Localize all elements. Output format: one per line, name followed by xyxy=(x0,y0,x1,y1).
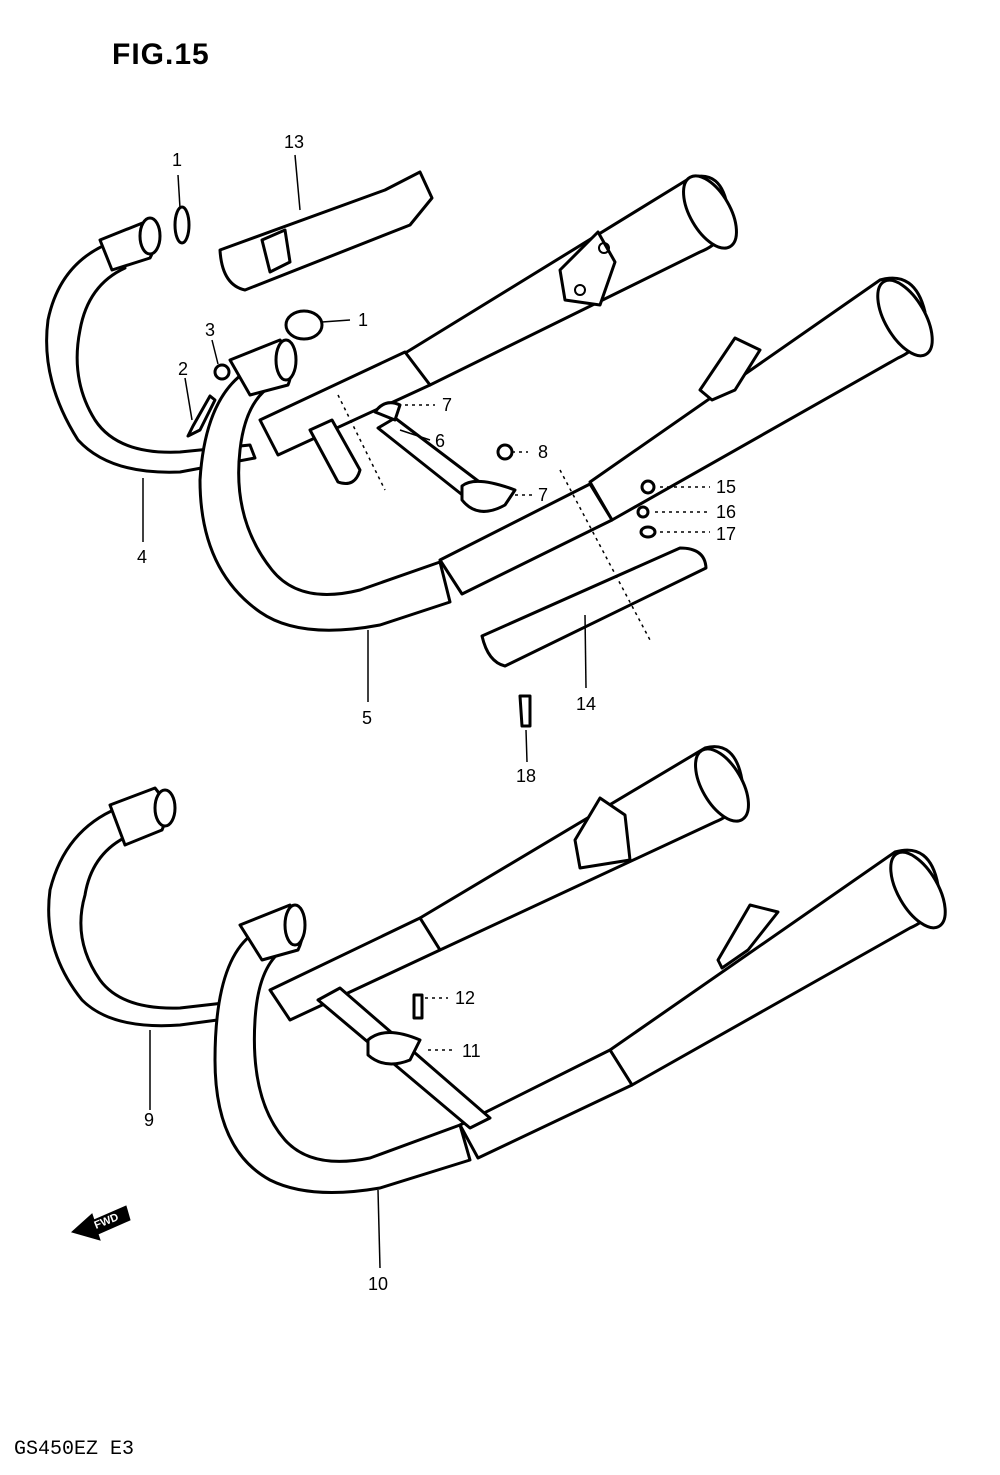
callout-1-upper: 1 xyxy=(172,150,182,170)
callout-4: 4 xyxy=(137,547,147,567)
bolt-8 xyxy=(496,443,514,461)
heat-shield-14 xyxy=(480,546,708,668)
callout-2: 2 xyxy=(178,359,188,379)
callout-labels: 1 13 1 3 2 7 6 8 7 15 16 17 4 5 14 18 12… xyxy=(137,132,736,1294)
bolt-18 xyxy=(518,694,532,728)
clamp-7-lower xyxy=(460,479,517,513)
muffler-upper-front xyxy=(588,276,927,522)
lower-exhaust-assembly xyxy=(47,745,947,1194)
exhaust-pipe-10 xyxy=(213,934,472,1194)
exhaust-pipe-5 xyxy=(198,370,452,632)
washer-17 xyxy=(639,525,657,539)
callout-17: 17 xyxy=(716,524,736,544)
callout-16: 16 xyxy=(716,502,736,522)
bolt-15 xyxy=(640,479,656,495)
callout-11: 11 xyxy=(462,1041,481,1061)
callout-12: 12 xyxy=(455,988,475,1008)
bolt-12 xyxy=(412,993,424,1020)
heat-shield-13 xyxy=(218,170,434,292)
clamp-7-upper xyxy=(373,401,402,422)
callout-14: 14 xyxy=(576,694,596,714)
callout-7-lower: 7 xyxy=(538,485,548,505)
clamp-11 xyxy=(366,1031,422,1066)
bolt-2 xyxy=(186,394,217,438)
nut-16 xyxy=(636,505,650,519)
callout-15: 15 xyxy=(716,477,736,497)
collector-stub xyxy=(308,418,362,485)
fwd-arrow-icon: FWD xyxy=(70,1205,131,1241)
callout-9: 9 xyxy=(144,1110,154,1130)
callout-5: 5 xyxy=(362,708,372,728)
callout-leaders xyxy=(142,154,710,1269)
callout-3: 3 xyxy=(205,320,215,340)
callout-13: 13 xyxy=(284,132,304,152)
washer-3 xyxy=(213,363,231,381)
callout-6: 6 xyxy=(435,431,445,451)
model-code: GS450EZ E3 xyxy=(14,1438,135,1461)
callout-1-lower: 1 xyxy=(358,310,368,330)
callout-18: 18 xyxy=(516,766,536,786)
upper-exhaust-assembly xyxy=(45,170,934,728)
callout-8: 8 xyxy=(538,442,548,462)
gasket-1-lower xyxy=(284,309,324,341)
muffler-lower-front xyxy=(608,848,940,1087)
gasket-1-upper xyxy=(173,205,191,245)
figure-title: FIG.15 xyxy=(112,38,210,71)
callout-7-upper: 7 xyxy=(442,395,452,415)
callout-10: 10 xyxy=(368,1274,388,1294)
